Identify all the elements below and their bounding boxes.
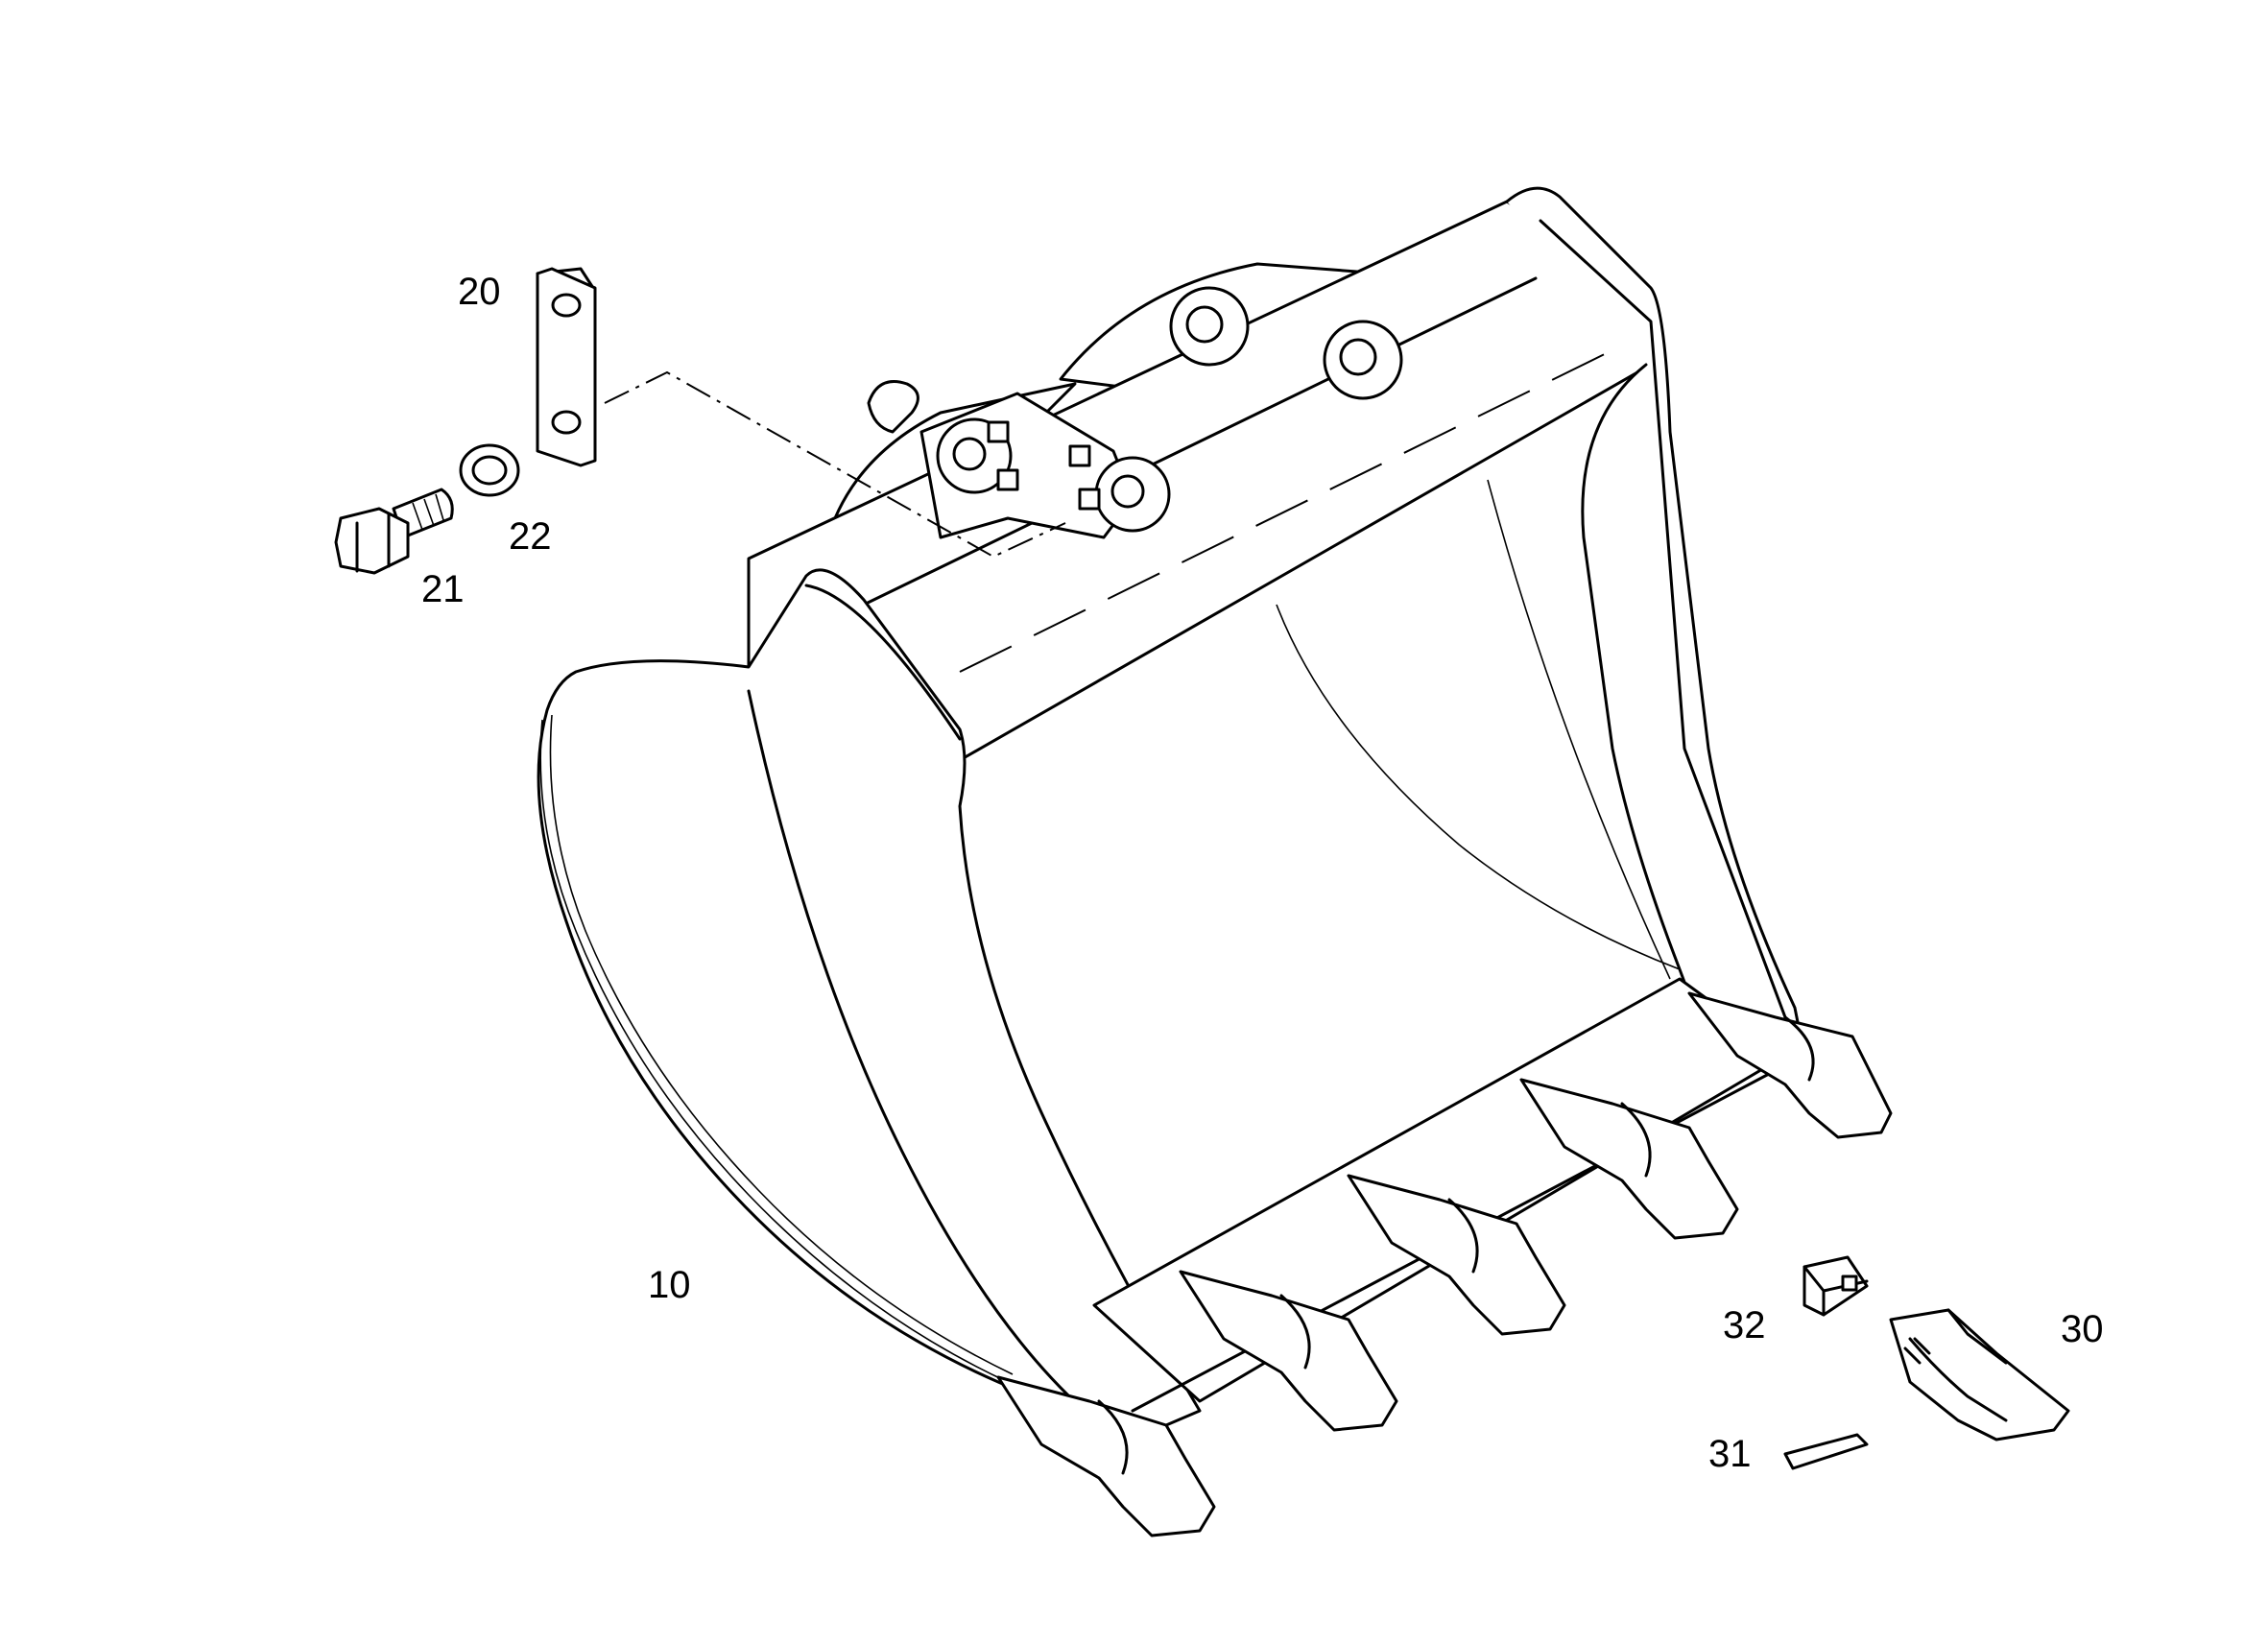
teeth-row: [996, 991, 1893, 1537]
right-side-plate: [1505, 186, 1806, 1058]
callout-32: 32: [1723, 1304, 1766, 1346]
tooth-5: [996, 1375, 1216, 1537]
bolt-head-a: [987, 420, 1010, 443]
bolt-head-c: [1068, 444, 1091, 467]
bolt-head: [334, 507, 410, 575]
bucket-body: [537, 186, 1806, 1441]
callout-10: 10: [648, 1264, 691, 1306]
plate-part: [536, 267, 597, 467]
bolt-head-b: [996, 468, 1019, 491]
tooth-4: [1179, 1270, 1398, 1432]
bolt-head-d: [1078, 488, 1101, 511]
callout-22: 22: [509, 515, 552, 558]
pin-boss-rear-right: [1323, 320, 1403, 400]
tooth-2: [1519, 1078, 1739, 1240]
pin-boss-front-right: [1094, 456, 1171, 533]
pin-bosses: [867, 286, 1403, 539]
interior-curve: [1276, 604, 1681, 970]
callout-31: 31: [1708, 1433, 1752, 1475]
lifting-eye: [867, 380, 919, 434]
retainer-pin-part: [1783, 1433, 1869, 1470]
plate-hole-bottom: [551, 410, 582, 435]
callout-21: 21: [421, 568, 465, 610]
lock-part: [1802, 1255, 1869, 1317]
tooth-1: [1687, 991, 1893, 1139]
assembly-line: [604, 370, 1066, 559]
tooth-part: [1889, 1308, 2070, 1441]
plate-hole-top: [551, 293, 582, 318]
plate-face: [536, 267, 597, 467]
washer-part: [459, 443, 520, 497]
bolt-part: [334, 488, 454, 575]
tooth-3: [1347, 1174, 1566, 1336]
callout-20: 20: [458, 271, 501, 313]
callout-30: 30: [2061, 1308, 2104, 1350]
pin-boss-rear-left: [1169, 286, 1250, 367]
